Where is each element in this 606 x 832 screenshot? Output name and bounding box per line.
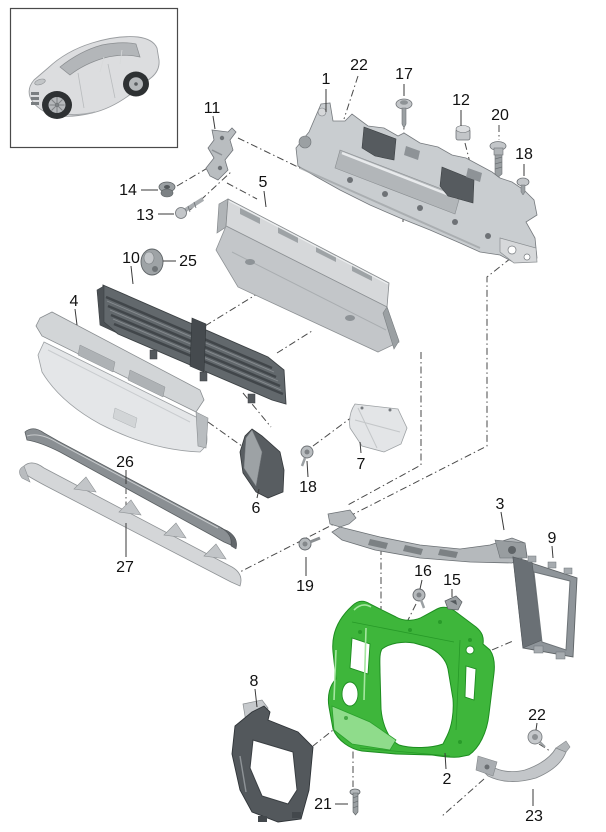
callout-11[interactable]: 11 xyxy=(204,100,221,117)
vehicle-thumbnail xyxy=(9,7,179,149)
callout-14[interactable]: 14 xyxy=(119,182,137,199)
fastener-14-grommet[interactable] xyxy=(158,181,176,198)
part-4-front-duct[interactable] xyxy=(35,311,209,453)
callout-3[interactable]: 3 xyxy=(496,496,505,513)
part-25-actuator[interactable] xyxy=(140,248,164,276)
callout-9[interactable]: 9 xyxy=(548,530,557,547)
callout-18-top[interactable]: 18 xyxy=(515,146,533,163)
part-3-support-bracket[interactable] xyxy=(327,509,528,564)
callout-1[interactable]: 1 xyxy=(322,71,331,88)
fastener-16-screw[interactable] xyxy=(412,588,426,609)
callout-7[interactable]: 7 xyxy=(357,456,366,473)
part-2-radiator-support-highlighted[interactable] xyxy=(327,600,495,758)
fastener-19-rivet[interactable] xyxy=(298,536,321,551)
callout-26[interactable]: 26 xyxy=(116,454,134,471)
fastener-21-bolt[interactable] xyxy=(349,788,361,816)
part-5-air-shroud[interactable] xyxy=(215,198,400,353)
callout-4[interactable]: 4 xyxy=(70,293,79,310)
callout-18-mid[interactable]: 18 xyxy=(299,479,317,496)
callout-2[interactable]: 2 xyxy=(443,771,452,788)
fastener-15-clip[interactable] xyxy=(444,595,463,611)
callout-16[interactable]: 16 xyxy=(414,563,432,580)
fastener-12-nut[interactable] xyxy=(455,125,471,141)
part-7-air-duct[interactable] xyxy=(349,403,408,453)
part-1-lock-carrier[interactable] xyxy=(295,102,538,264)
fastener-18-screw-mid[interactable] xyxy=(300,445,314,467)
callout-labels: 1 22 17 12 20 18 11 14 13 5 10 25 4 26 2… xyxy=(70,57,557,825)
part-27-spoiler-strip[interactable] xyxy=(19,462,242,587)
part-11-bracket[interactable] xyxy=(205,127,237,181)
callout-27[interactable]: 27 xyxy=(116,559,134,576)
callout-5[interactable]: 5 xyxy=(259,174,268,191)
part-23-bracket-arm[interactable] xyxy=(475,740,571,782)
car-icon xyxy=(28,36,160,119)
callout-20[interactable]: 20 xyxy=(491,107,509,124)
callout-23[interactable]: 23 xyxy=(525,808,543,825)
part-10-louver-shutter[interactable] xyxy=(96,284,287,405)
callout-19[interactable]: 19 xyxy=(296,578,314,595)
part-8-duct-frame[interactable] xyxy=(231,699,314,823)
part-9-duct-frame[interactable] xyxy=(512,555,578,660)
fastener-17-screw[interactable] xyxy=(395,98,413,129)
callout-21[interactable]: 21 xyxy=(314,796,332,813)
label-leader-lines xyxy=(74,84,554,806)
callout-15[interactable]: 15 xyxy=(443,572,461,589)
part-26-spoiler-strip[interactable] xyxy=(24,428,237,550)
callout-6[interactable]: 6 xyxy=(252,500,261,517)
callout-8[interactable]: 8 xyxy=(250,673,259,690)
callout-13[interactable]: 13 xyxy=(136,207,154,224)
callout-10[interactable]: 10 xyxy=(122,250,140,267)
callout-12[interactable]: 12 xyxy=(452,92,470,109)
callout-17[interactable]: 17 xyxy=(395,66,413,83)
fastener-13-screw[interactable] xyxy=(175,197,205,219)
fastener-18-screw-top[interactable] xyxy=(516,177,530,196)
fastener-22-nut[interactable] xyxy=(527,729,546,748)
part-6-air-guide[interactable] xyxy=(239,428,285,499)
callout-25[interactable]: 25 xyxy=(179,253,197,270)
fastener-20-bolt[interactable] xyxy=(489,141,507,178)
callout-22-top[interactable]: 22 xyxy=(350,57,368,74)
callout-22-bottom[interactable]: 22 xyxy=(528,707,546,724)
